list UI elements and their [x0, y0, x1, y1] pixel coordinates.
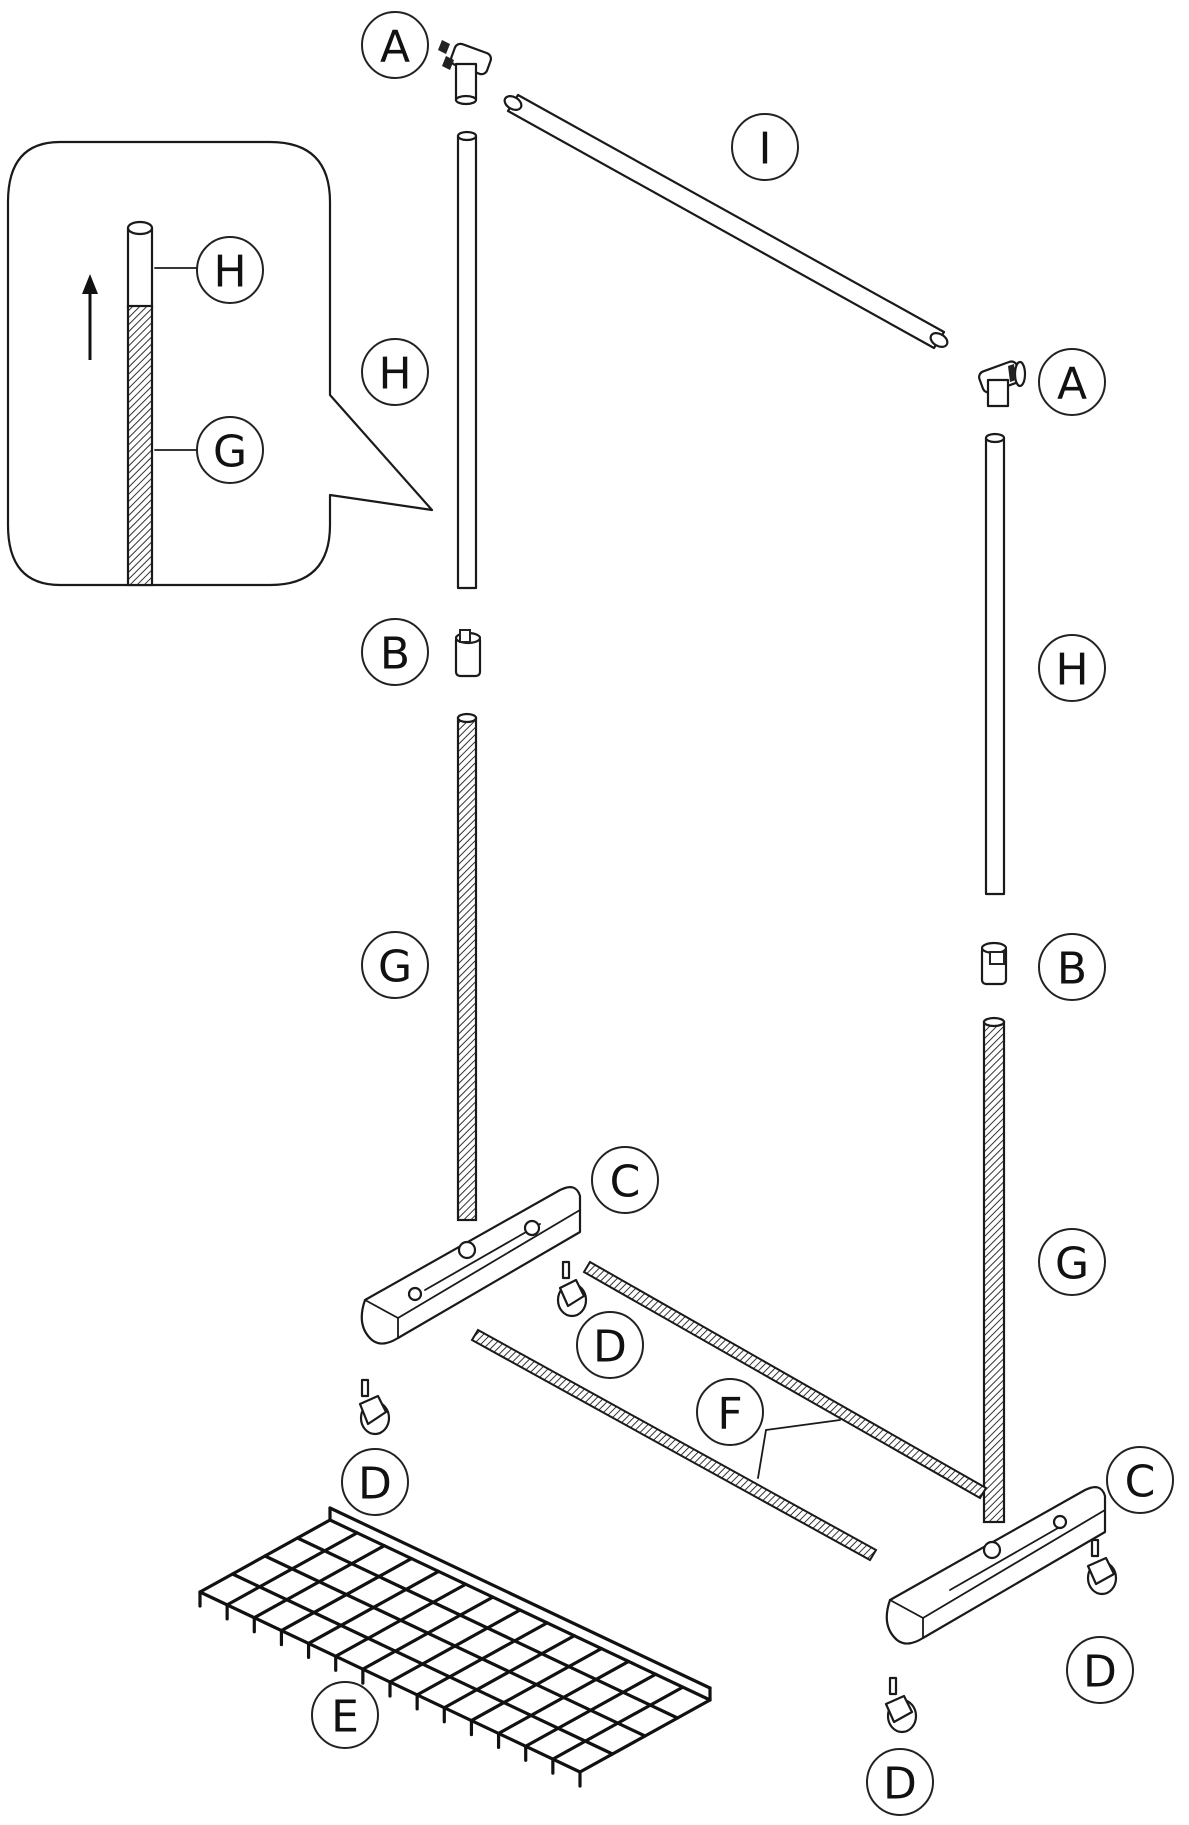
svg-text:G: G [378, 942, 412, 993]
label-h-left: H [361, 338, 429, 406]
tube-h-right [984, 432, 1006, 896]
label-i: I [731, 113, 799, 181]
inset-tube-g [126, 304, 154, 587]
bar-f-back [582, 1260, 988, 1500]
tube-h-left [456, 130, 478, 590]
inset-tube-h [126, 226, 154, 310]
svg-text:E: E [331, 1692, 359, 1743]
label-d-2: D [341, 1448, 409, 1516]
caster-d-1 [556, 1260, 588, 1318]
label-c-right: C [1106, 1446, 1174, 1514]
inset-detail: H G [6, 140, 434, 587]
inset-label-h: H [196, 236, 264, 304]
label-a-right: A [1038, 348, 1106, 416]
connector-a-right [978, 360, 1027, 408]
label-d-3: D [1066, 1636, 1134, 1704]
svg-text:H: H [378, 349, 411, 400]
wire-shelf-e [198, 1506, 712, 1788]
svg-text:D: D [593, 1322, 627, 1373]
connector-a-left [438, 40, 493, 106]
rail-i [503, 93, 949, 350]
svg-text:A: A [1057, 359, 1087, 410]
svg-text:D: D [1083, 1647, 1117, 1698]
bar-f-front [470, 1328, 878, 1562]
label-h-right: H [1038, 634, 1106, 702]
svg-text:H: H [213, 247, 246, 298]
label-a-left: A [361, 11, 429, 79]
label-g-left: G [361, 931, 429, 999]
svg-text:F: F [717, 1389, 742, 1440]
caster-d-2 [358, 1378, 391, 1436]
connector-b-left [454, 629, 482, 678]
svg-text:G: G [1055, 1239, 1089, 1290]
label-g-right: G [1038, 1228, 1106, 1296]
base-c-left [360, 1185, 582, 1345]
tube-g-right [982, 1016, 1006, 1524]
inset-label-g: G [196, 416, 264, 484]
arrow-up-icon [82, 274, 98, 360]
caster-d-3 [1086, 1538, 1118, 1596]
label-e: E [311, 1681, 379, 1749]
connector-b-right [980, 941, 1008, 986]
label-d-4: D [866, 1748, 934, 1816]
svg-text:A: A [380, 22, 410, 73]
label-b-right: B [1038, 933, 1106, 1001]
caster-d-4 [884, 1676, 918, 1734]
tube-g-left [456, 712, 478, 1222]
svg-text:G: G [213, 427, 247, 478]
base-c-right [885, 1485, 1107, 1645]
label-f: F [696, 1378, 764, 1446]
svg-text:B: B [1057, 944, 1087, 995]
label-d-1: D [576, 1311, 644, 1379]
svg-text:C: C [1125, 1457, 1156, 1508]
label-b-left: B [361, 618, 429, 686]
svg-text:D: D [358, 1459, 392, 1510]
svg-text:D: D [883, 1759, 917, 1810]
svg-text:H: H [1055, 645, 1088, 696]
svg-text:B: B [380, 629, 410, 680]
label-c-left: C [591, 1146, 659, 1214]
svg-text:C: C [610, 1157, 641, 1208]
svg-text:I: I [759, 124, 772, 175]
